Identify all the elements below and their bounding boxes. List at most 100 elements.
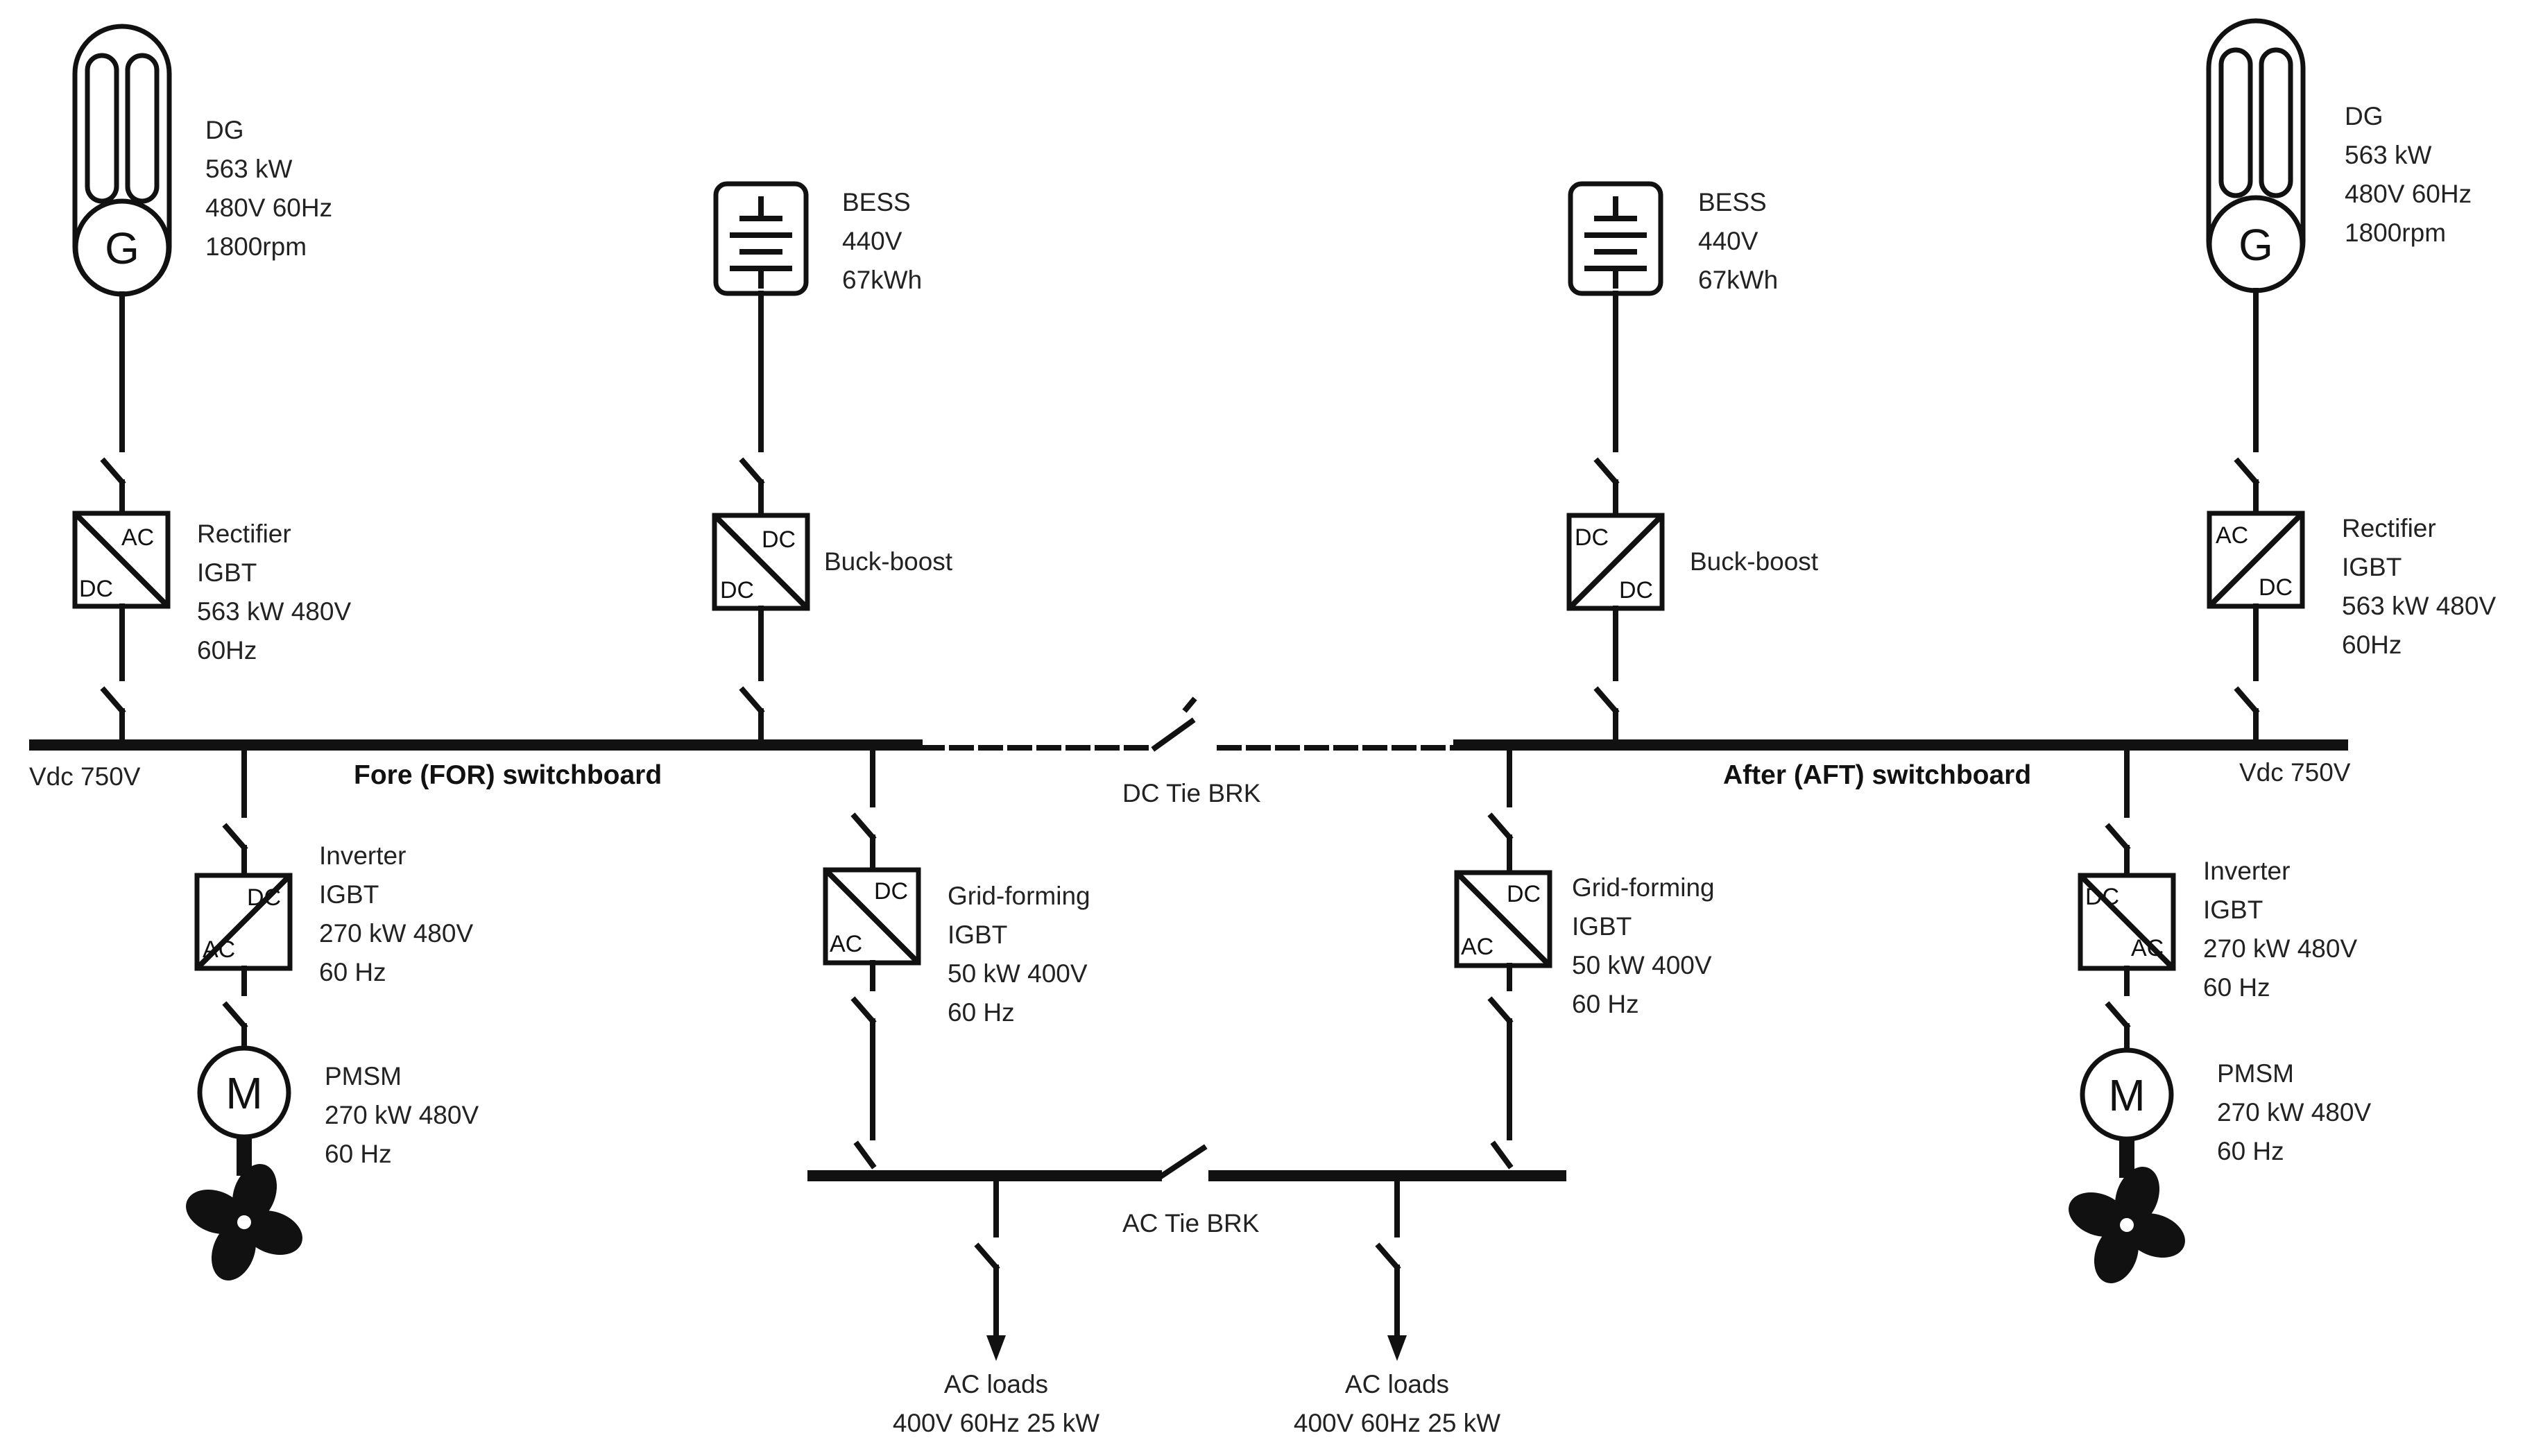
right-rectifier-ac: AC — [2216, 522, 2248, 549]
right-pmsm-name: PMSM — [2217, 1059, 2294, 1088]
right-buckboost-name: Buck-boost — [1690, 547, 1819, 576]
left-rectifier-dc: DC — [79, 576, 113, 602]
right-pmsm-motor[interactable]: M — [2080, 1047, 2174, 1142]
right-inverter-freq: 60 Hz — [2203, 973, 2270, 1002]
right-dg-rating: 480V 60Hz — [2345, 180, 2472, 208]
left-dg-power: 563 kW — [205, 155, 293, 183]
right-rectifier-box — [2207, 511, 2305, 609]
right-rectifier-freq: 60Hz — [2342, 631, 2402, 659]
left-bess-voltage: 440V — [842, 227, 902, 255]
right-bess-energy: 67kWh — [1698, 266, 1778, 294]
right-inverter-tech: IGBT — [2203, 896, 2263, 924]
right-buckboost-box — [1566, 513, 1665, 611]
right-bess-voltage: 440V — [1698, 227, 1758, 255]
right-inverter-dc: DC — [2085, 884, 2119, 910]
left-buckboost-box — [712, 513, 810, 611]
left-vdc-label: Vdc 750V — [29, 762, 141, 791]
right-inverter-rating: 270 kW 480V — [2203, 934, 2357, 963]
right-dg-speed: 1800rpm — [2345, 219, 2446, 247]
right-rectifier-breaker[interactable] — [2234, 686, 2260, 715]
left-acload-arrow-icon — [986, 1335, 1006, 1361]
left-dg-name: DG — [205, 116, 244, 144]
right-gridforming-freq: 60 Hz — [1572, 990, 1639, 1018]
right-pmsm-freq: 60 Hz — [2217, 1137, 2284, 1165]
right-rectifier-rating: 563 kW 480V — [2342, 592, 2496, 620]
left-gridforming-dc: DC — [874, 878, 908, 905]
left-pmsm-motor[interactable]: M — [197, 1045, 291, 1140]
left-buckboost-breaker[interactable] — [739, 686, 765, 715]
left-inverter-ac: AC — [203, 936, 235, 963]
right-inverter-breaker[interactable] — [2105, 823, 2131, 852]
left-acbus-breaker[interactable] — [853, 1140, 877, 1170]
left-rectifier-tech: IGBT — [197, 558, 257, 587]
left-gridforming-breaker-2[interactable] — [850, 996, 877, 1025]
left-acload-name: AC loads — [944, 1370, 1048, 1398]
right-gridforming-box — [1454, 870, 1552, 968]
right-inverter-name: Inverter — [2203, 857, 2290, 885]
right-buckboost-dc-top: DC — [1575, 524, 1609, 551]
right-bess-battery[interactable] — [1568, 181, 1663, 296]
ac-tie-breaker[interactable] — [1158, 1144, 1208, 1180]
left-rectifier-name: Rectifier — [197, 520, 291, 548]
right-bess-breaker[interactable] — [1593, 457, 1620, 486]
left-acload-rating: 400V 60Hz 25 kW — [893, 1409, 1099, 1437]
left-inverter-rating: 270 kW 480V — [319, 919, 473, 948]
left-buckboost-dc-top: DC — [762, 526, 796, 553]
right-buckboost-breaker[interactable] — [1593, 686, 1620, 715]
left-bess-name: BESS — [842, 188, 911, 216]
right-acload-arrow-icon — [1387, 1335, 1407, 1361]
right-motor-breaker[interactable] — [2105, 1001, 2131, 1030]
left-motor-breaker[interactable] — [222, 1001, 248, 1030]
ac-tie-label: AC Tie BRK — [1122, 1209, 1260, 1237]
right-dg-breaker[interactable] — [2234, 457, 2260, 486]
dc-tie-breaker[interactable] — [920, 696, 1456, 752]
left-bess-battery[interactable] — [713, 181, 809, 296]
left-pmsm-freq: 60 Hz — [325, 1140, 392, 1168]
right-gridforming-dc: DC — [1507, 881, 1541, 907]
motor-symbol-m-right: M — [2108, 1070, 2145, 1120]
right-bess-name: BESS — [1698, 188, 1767, 216]
left-rectifier-ac: AC — [121, 524, 154, 551]
right-pmsm-rating: 270 kW 480V — [2217, 1098, 2371, 1127]
right-gridforming-breaker[interactable] — [1487, 812, 1514, 841]
left-inverter-box — [194, 873, 293, 971]
right-rectifier-tech: IGBT — [2342, 553, 2402, 581]
right-inverter-box — [2078, 873, 2176, 971]
right-buckboost-dc-bottom: DC — [1619, 577, 1653, 603]
left-buckboost-dc-bottom: DC — [720, 577, 754, 603]
left-buckboost-name: Buck-boost — [824, 547, 953, 576]
right-dg-power: 563 kW — [2345, 141, 2432, 169]
left-gridforming-freq: 60 Hz — [948, 998, 1015, 1027]
fore-switchboard-label: Fore (FOR) switchboard — [354, 760, 662, 790]
left-inverter-breaker[interactable] — [222, 823, 248, 852]
left-gridforming-breaker[interactable] — [850, 812, 877, 841]
left-gridforming-ac: AC — [830, 931, 862, 957]
right-dg-generator[interactable]: G — [2206, 18, 2306, 293]
left-inverter-tech: IGBT — [319, 880, 379, 909]
aft-switchboard-label: After (AFT) switchboard — [1723, 760, 2031, 790]
left-rectifier-rating: 563 kW 480V — [197, 597, 351, 626]
right-gridforming-name: Grid-forming — [1572, 873, 1715, 902]
right-acload-breaker[interactable] — [1375, 1242, 1401, 1271]
left-gridforming-name: Grid-forming — [948, 882, 1090, 910]
left-gridforming-rating: 50 kW 400V — [948, 959, 1088, 988]
right-gridforming-tech: IGBT — [1572, 912, 1632, 941]
right-gridforming-breaker-2[interactable] — [1487, 996, 1514, 1025]
left-inverter-name: Inverter — [319, 841, 406, 870]
right-dg-name: DG — [2345, 102, 2383, 130]
left-rectifier-breaker[interactable] — [100, 686, 126, 715]
left-propeller-icon — [186, 1164, 302, 1281]
right-acbus-breaker[interactable] — [1490, 1140, 1514, 1170]
left-bess-energy: 67kWh — [842, 266, 922, 294]
left-gridforming-tech: IGBT — [948, 920, 1007, 949]
right-gridforming-rating: 50 kW 400V — [1572, 951, 1712, 979]
left-pmsm-rating: 270 kW 480V — [325, 1101, 479, 1129]
left-pmsm-name: PMSM — [325, 1062, 402, 1090]
generator-symbol-g-right: G — [2239, 220, 2273, 270]
left-bess-breaker[interactable] — [739, 457, 765, 486]
left-dg-breaker[interactable] — [100, 457, 126, 486]
left-dg-generator[interactable]: G — [72, 24, 172, 297]
left-rectifier-box — [72, 511, 171, 609]
left-acload-breaker[interactable] — [974, 1242, 1000, 1271]
